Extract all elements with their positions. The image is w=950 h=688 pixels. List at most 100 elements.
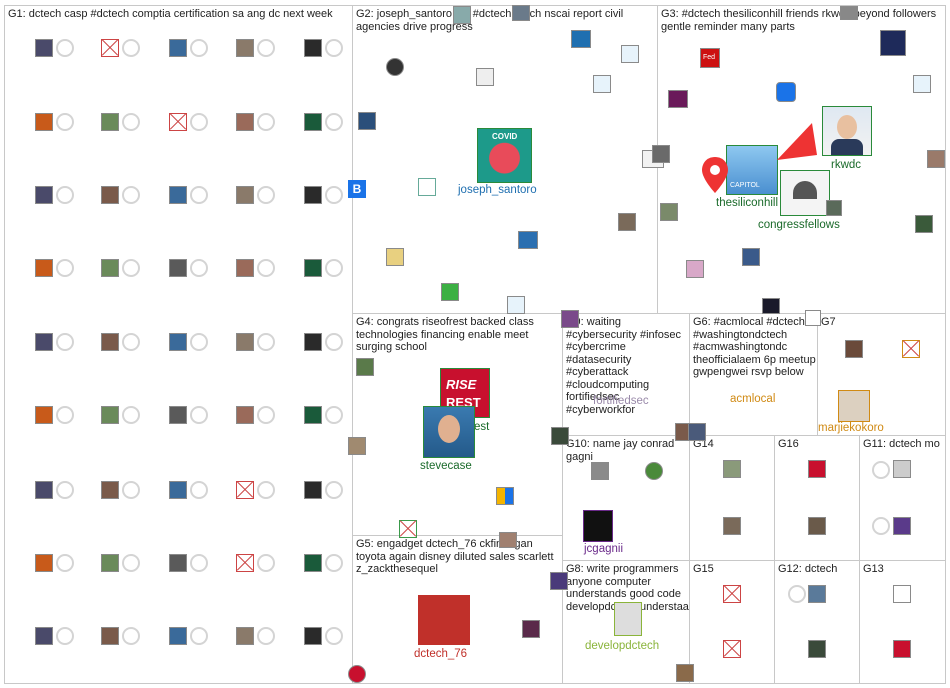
node-g1[interactable] — [304, 406, 322, 424]
node-g14[interactable] — [723, 460, 741, 478]
node-g3[interactable] — [826, 200, 842, 216]
label-rkwdc[interactable]: rkwdc — [831, 159, 862, 171]
node-g4[interactable] — [356, 358, 374, 376]
node-g2[interactable] — [621, 45, 639, 63]
node-g16[interactable] — [808, 460, 826, 478]
node-g12[interactable] — [808, 640, 826, 658]
label-riseofrest[interactable]: est — [474, 421, 490, 433]
node-g1[interactable] — [169, 186, 187, 204]
node-rkwdc[interactable] — [822, 106, 872, 156]
node-g11-ring[interactable] — [872, 461, 890, 479]
node-developdctech[interactable] — [614, 602, 642, 636]
node-g2[interactable] — [441, 283, 459, 301]
node-g5[interactable] — [522, 620, 540, 638]
node-g1[interactable] — [101, 481, 119, 499]
node-g10[interactable] — [591, 462, 609, 480]
node-g1[interactable] — [236, 333, 254, 351]
node-g1[interactable] — [304, 186, 322, 204]
node-g1[interactable] — [101, 333, 119, 351]
node-g11[interactable] — [893, 517, 911, 535]
node-g2[interactable] — [618, 213, 636, 231]
node-g3[interactable] — [742, 248, 760, 266]
node-g1[interactable] — [236, 627, 254, 645]
node-g3[interactable] — [927, 150, 945, 168]
node-g13[interactable] — [893, 585, 911, 603]
node-g12-ring[interactable] — [788, 585, 806, 603]
label-marjiekokoro[interactable]: marjiekokoro — [818, 422, 884, 434]
node-g2[interactable] — [386, 58, 404, 76]
node-g1[interactable] — [236, 259, 254, 277]
node-g4[interactable] — [561, 310, 579, 328]
node-g12[interactable] — [808, 585, 826, 603]
node-g1[interactable] — [35, 627, 53, 645]
node-g1[interactable] — [236, 113, 254, 131]
node-g2[interactable] — [507, 296, 525, 314]
node-g15-broken[interactable] — [723, 640, 741, 658]
node-g1[interactable] — [169, 39, 187, 57]
label-dctech-76[interactable]: dctech_76 — [414, 648, 468, 660]
node-g16[interactable] — [808, 517, 826, 535]
node-g1[interactable] — [169, 333, 187, 351]
node-g1[interactable] — [101, 186, 119, 204]
node-marjiekokoro[interactable] — [838, 390, 870, 422]
node-g1[interactable] — [236, 39, 254, 57]
node-g2[interactable] — [476, 68, 494, 86]
node-g1[interactable] — [169, 406, 187, 424]
node-g3[interactable] — [686, 260, 704, 278]
node-b-icon[interactable]: B — [348, 180, 366, 198]
node-g1[interactable] — [169, 554, 187, 572]
node-g1[interactable] — [304, 259, 322, 277]
node-g7[interactable] — [845, 340, 863, 358]
node-g3[interactable] — [913, 75, 931, 93]
node-g2[interactable] — [512, 5, 530, 21]
label-fortifiedsec[interactable]: fortifiedsec — [593, 395, 649, 407]
node-g1[interactable] — [236, 186, 254, 204]
node-g9[interactable] — [688, 423, 706, 441]
node-joseph-santoro[interactable]: COVID — [477, 128, 532, 183]
node-stevecase[interactable] — [423, 406, 475, 458]
node-jcgagnii[interactable] — [583, 510, 613, 542]
node-g10[interactable] — [645, 462, 663, 480]
node-g1[interactable] — [101, 627, 119, 645]
label-congressfellows[interactable]: congressfellows — [758, 219, 840, 231]
node-g8[interactable] — [676, 664, 694, 682]
node-g1[interactable] — [304, 333, 322, 351]
node-g5[interactable] — [348, 665, 366, 683]
node-g1[interactable] — [35, 186, 53, 204]
node-g1[interactable] — [35, 259, 53, 277]
node-g3[interactable] — [668, 90, 688, 108]
label-stevecase[interactable]: stevecase — [420, 460, 472, 472]
node-g15-broken[interactable] — [723, 585, 741, 603]
node-g1[interactable] — [236, 406, 254, 424]
node-g1[interactable] — [35, 406, 53, 424]
node-congressfellows[interactable] — [780, 170, 830, 216]
node-g13[interactable] — [893, 640, 911, 658]
node-g1[interactable] — [304, 39, 322, 57]
node-dctech-76[interactable] — [418, 595, 470, 645]
node-g2[interactable] — [358, 112, 376, 130]
node-g1[interactable] — [169, 481, 187, 499]
node-g3[interactable] — [652, 145, 670, 163]
node-g1[interactable] — [169, 259, 187, 277]
node-g4[interactable] — [551, 427, 569, 445]
node-g2[interactable] — [386, 248, 404, 266]
node-g1[interactable] — [304, 627, 322, 645]
node-g5[interactable] — [550, 572, 568, 590]
node-g14[interactable] — [723, 517, 741, 535]
node-g1[interactable] — [101, 259, 119, 277]
node-g1-broken[interactable] — [236, 481, 254, 499]
node-g3[interactable] — [762, 298, 780, 314]
node-fed[interactable]: Fed — [700, 48, 720, 68]
node-thesiliconhill[interactable]: CAPITOL — [726, 145, 778, 195]
node-g1[interactable] — [304, 113, 322, 131]
node-g11[interactable] — [893, 460, 911, 478]
node-g1[interactable] — [101, 113, 119, 131]
node-g4[interactable] — [496, 487, 514, 505]
node-g1[interactable] — [35, 113, 53, 131]
node-g4[interactable] — [348, 437, 366, 455]
node-g1[interactable] — [304, 481, 322, 499]
node-g2[interactable] — [571, 30, 591, 48]
label-joseph-santoro[interactable]: joseph_santoro — [458, 184, 537, 196]
node-g2[interactable] — [418, 178, 436, 196]
node-g2[interactable] — [593, 75, 611, 93]
